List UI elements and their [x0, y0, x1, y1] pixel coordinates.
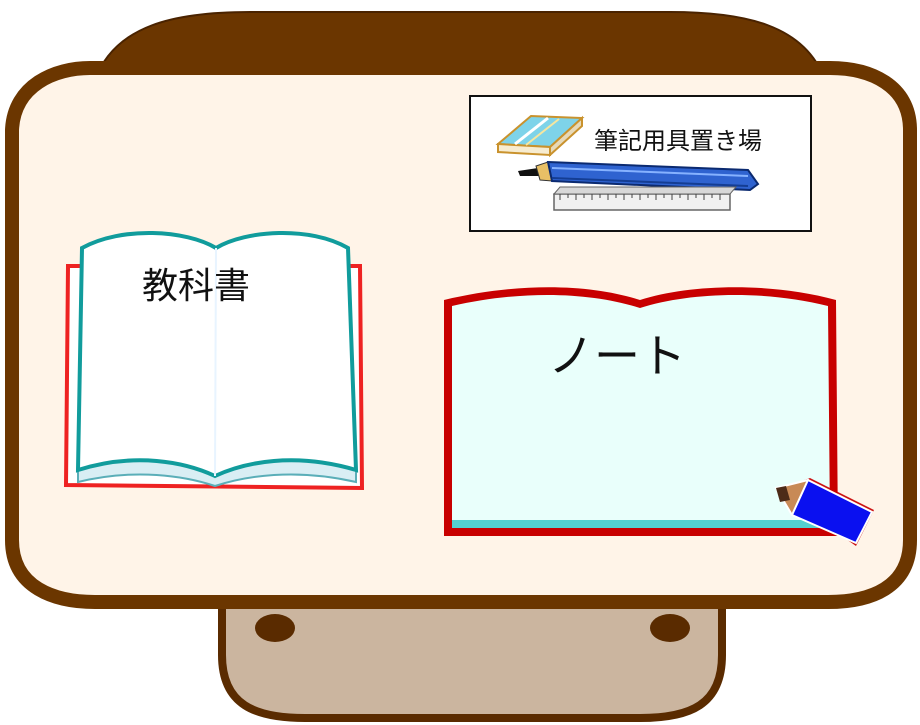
textbook-spine — [214, 247, 217, 477]
textbook-pages — [75, 230, 359, 479]
drawer-knob-right — [650, 614, 690, 642]
ruler-icon — [552, 186, 738, 211]
textbook-label: 教科書 — [142, 266, 250, 307]
eraser-icon — [495, 114, 585, 158]
notebook[interactable]: ノート — [444, 287, 874, 546]
stationery-area[interactable]: 筆記用具置き場 — [469, 95, 812, 232]
notebook-page — [452, 294, 830, 524]
notebook-label: ノート — [548, 329, 686, 383]
textbook[interactable]: 教科書 — [63, 230, 365, 491]
drawer-knob-left — [255, 614, 295, 642]
pen-icon — [518, 160, 760, 192]
pencil-icon — [774, 478, 874, 546]
stationery-area-label: 筆記用具置き場 — [594, 127, 762, 155]
desk-drawer — [218, 581, 726, 722]
notebook-page-bottom — [452, 520, 830, 528]
